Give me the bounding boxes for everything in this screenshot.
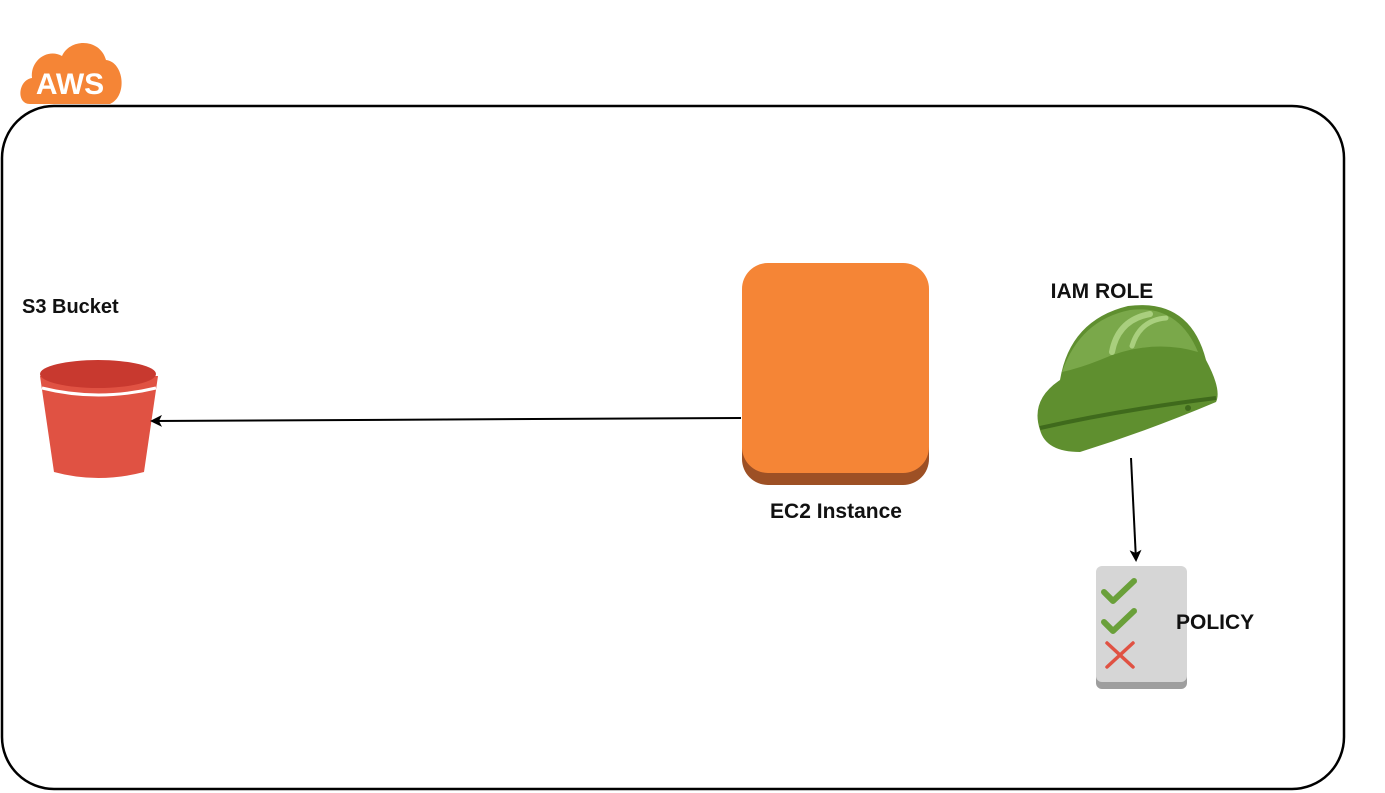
aws-badge-text: AWS bbox=[36, 68, 104, 101]
check-icon bbox=[1101, 608, 1137, 634]
helmet-icon bbox=[1037, 305, 1218, 452]
aws-cloud-icon bbox=[20, 42, 122, 104]
aws-cloud-badge: AWS bbox=[20, 42, 122, 104]
policy-document-icon bbox=[1096, 566, 1187, 689]
policy-label: POLICY bbox=[1176, 611, 1254, 634]
ec2-instance-label: EC2 Instance bbox=[770, 500, 902, 523]
arrow-iam-to-policy bbox=[1129, 457, 1142, 562]
s3-bucket-icon bbox=[40, 360, 158, 478]
cross-icon bbox=[1105, 641, 1135, 669]
s3-bucket-label: S3 Bucket bbox=[22, 296, 119, 318]
check-icon bbox=[1101, 578, 1137, 604]
iam-role-label: IAM ROLE bbox=[1051, 280, 1154, 303]
ec2-instance-icon bbox=[742, 263, 929, 485]
arrow-ec2-to-s3 bbox=[150, 414, 742, 427]
aws-cloud-boundary bbox=[0, 104, 1346, 791]
